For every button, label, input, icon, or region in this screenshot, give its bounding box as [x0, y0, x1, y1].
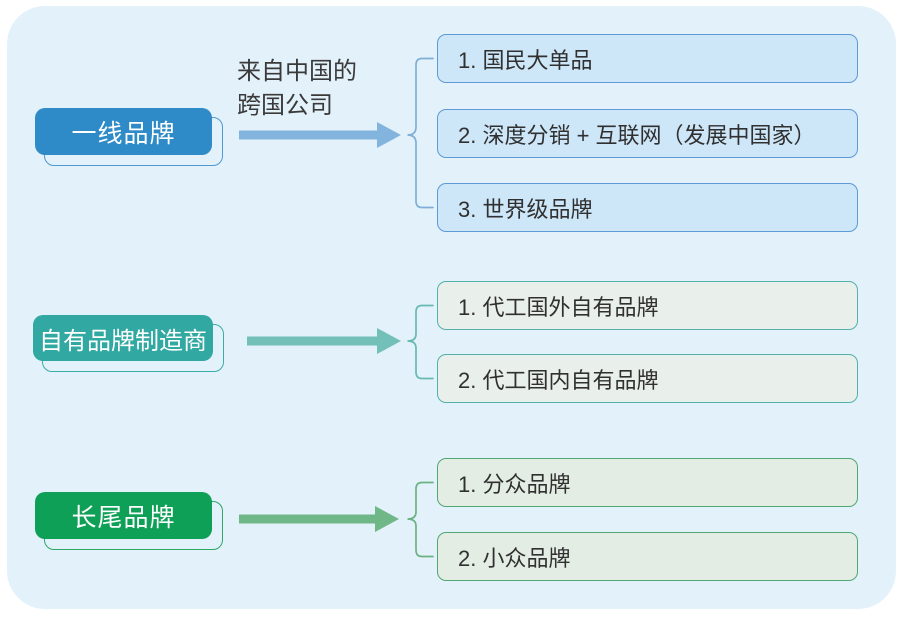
- item-box: 2. 小众品牌: [437, 532, 858, 581]
- item-box: 2. 深度分销 + 互联网（发展中国家）: [437, 109, 858, 158]
- item-text: 1. 代工国外自有品牌: [458, 294, 659, 320]
- item-text: 2. 深度分销 + 互联网（发展中国家）: [458, 122, 816, 148]
- item-box: 1. 分众品牌: [437, 458, 858, 507]
- item-box: 1. 代工国外自有品牌: [437, 281, 858, 330]
- node-private-label-manufacturer: 自有品牌制造商: [33, 315, 213, 361]
- node-tier1-label: 一线品牌: [71, 119, 176, 148]
- item-box: 2. 代工国内自有品牌: [437, 354, 858, 403]
- item-box: 3. 世界级品牌: [437, 183, 858, 232]
- item-text: 3. 世界级品牌: [458, 196, 593, 222]
- annotation-line-2: 跨国公司: [237, 92, 333, 119]
- item-text: 1. 分众品牌: [458, 471, 571, 497]
- node-tier1-brands: 一线品牌: [35, 108, 212, 155]
- item-box: 1. 国民大单品: [437, 34, 858, 83]
- item-text: 1. 国民大单品: [458, 47, 593, 73]
- node-longtail-brands: 长尾品牌: [35, 492, 212, 539]
- item-text: 2. 代工国内自有品牌: [458, 367, 659, 393]
- annotation-line-1: 来自中国的: [237, 58, 357, 85]
- node-longtail-label: 长尾品牌: [71, 503, 176, 532]
- arrow-annotation: 来自中国的 跨国公司: [237, 55, 357, 123]
- node-private-label-label: 自有品牌制造商: [39, 327, 207, 355]
- item-text: 2. 小众品牌: [458, 545, 571, 571]
